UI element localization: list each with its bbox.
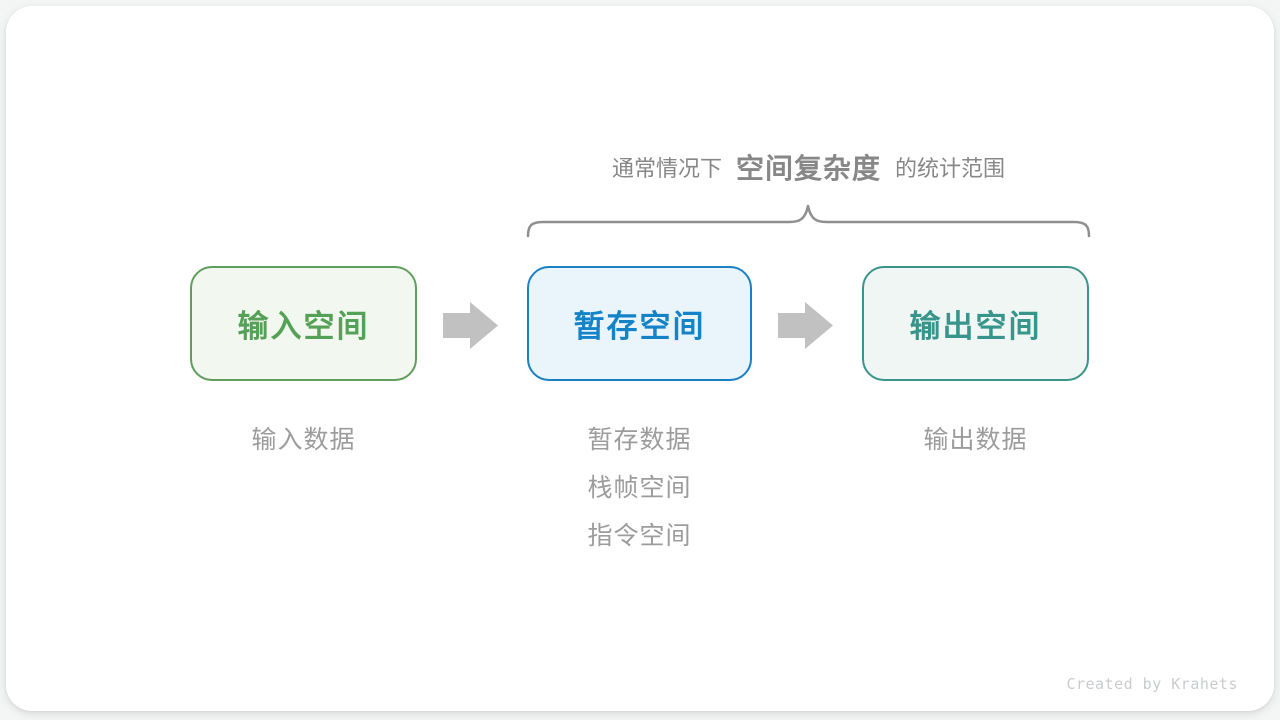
annotation-line: 暂存数据: [587, 426, 692, 454]
curly-brace: [526, 204, 1091, 238]
node-temporary-space: 暂存空间: [527, 266, 752, 381]
annotation-line: 指令空间: [587, 522, 692, 550]
diagram-title: 通常情况下 空间复杂度 的统计范围: [527, 146, 1090, 188]
annotation-input: 输入数据: [190, 416, 417, 464]
node-temporary-space-label: 暂存空间: [573, 309, 706, 344]
arrow-right-icon: [443, 302, 498, 349]
title-highlight: 空间复杂度: [735, 153, 881, 184]
node-input-space-label: 输入空间: [237, 309, 370, 344]
node-output-space: 输出空间: [862, 266, 1089, 381]
annotation-line: 输入数据: [251, 426, 356, 454]
arrow-right-icon: [778, 302, 833, 349]
arrow-right-shape: [443, 302, 498, 349]
annotation-temporary: 暂存数据 栈帧空间 指令空间: [527, 416, 752, 560]
title-suffix: 的统计范围: [895, 156, 1006, 181]
credit-text: Created by Krahets: [1066, 675, 1238, 693]
node-output-space-label: 输出空间: [909, 309, 1042, 344]
title-prefix: 通常情况下: [611, 156, 722, 181]
node-input-space: 输入空间: [190, 266, 417, 381]
annotation-line: 输出数据: [923, 426, 1028, 454]
arrow-right-shape: [778, 302, 833, 349]
curly-brace-path: [526, 204, 1091, 238]
annotation-line: 栈帧空间: [587, 474, 692, 502]
annotation-output: 输出数据: [862, 416, 1089, 464]
